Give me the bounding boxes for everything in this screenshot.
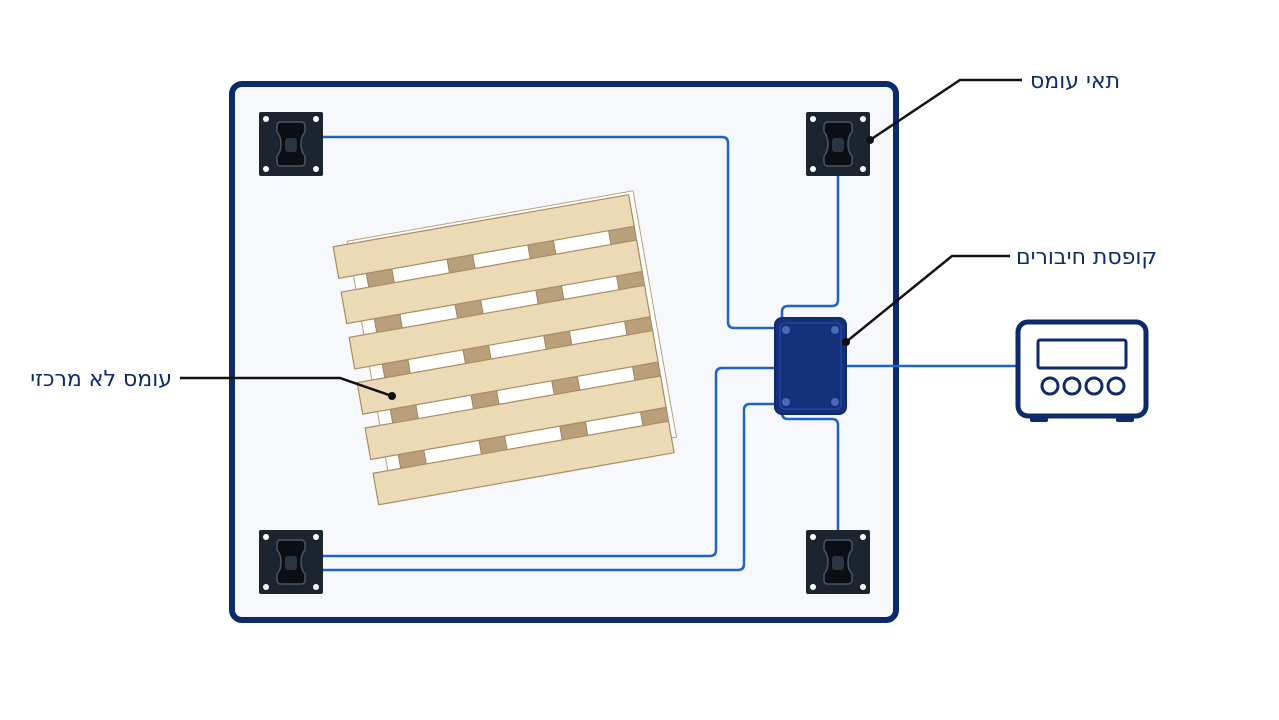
leader-dot [842,338,850,346]
leader-junction-box [845,254,1010,343]
signal-wires [318,135,1018,572]
off-center-load-label: עומס לא מרכזי [30,367,172,392]
wire-top-right [780,172,840,320]
wire-bottom-right [780,410,840,532]
wooden-pallet-icon [332,190,678,506]
load-cell-label: תאי עומס [1030,69,1120,94]
leader-dot [866,136,874,144]
callout-leaders [180,78,1022,398]
wire-top-left [318,135,776,330]
wire-bottom-left-a [318,366,776,558]
load-cell-icon [259,112,323,176]
junction-box-icon [774,317,847,415]
leader-off-center-load [180,376,393,398]
load-cell-icon [806,530,870,594]
weighing-indicator-icon [1015,319,1149,422]
junction-box-label: קופסת חיבורים [1016,245,1157,270]
load-cell-icon [259,530,323,594]
leader-load-cell [869,78,1022,142]
load-cell-icon [806,112,870,176]
wire-bottom-left-b [318,402,776,572]
leader-dot [388,392,396,400]
